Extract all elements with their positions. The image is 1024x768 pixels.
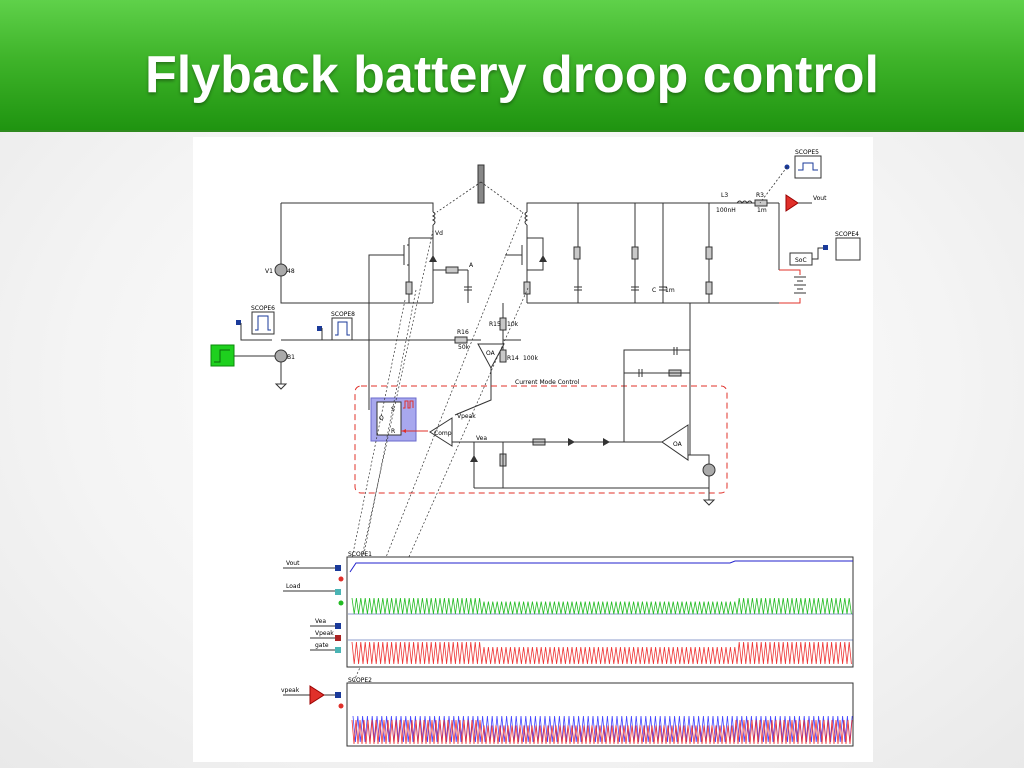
soc-label: SoC <box>795 257 807 264</box>
vout-trace <box>349 560 853 573</box>
v1-label: V1 <box>265 268 273 275</box>
comp-label: Comp <box>434 430 452 437</box>
vpeak-node-label: Vpeak <box>457 413 476 420</box>
scope1-label: SCOPE1 <box>348 551 372 558</box>
scope-input-markers <box>335 565 344 709</box>
current-mode-control-box <box>354 385 728 494</box>
scope-input-vout: Vout <box>286 560 300 567</box>
schematic-canvas: V1 48 Vout L3 100nH R3 1m SCOPE5 SCOPE4 … <box>193 137 873 762</box>
node-a-label: A <box>469 262 474 269</box>
vpeak-probe-icon[interactable] <box>309 685 325 705</box>
diodes <box>429 255 610 462</box>
windings <box>431 200 753 226</box>
slide-title: Flyback battery droop control <box>145 46 879 104</box>
opamp-top[interactable] <box>477 343 505 370</box>
ground-icon-2 <box>702 499 716 506</box>
scope4-label: SCOPE4 <box>835 231 859 238</box>
ff-r-label: R <box>391 428 395 435</box>
resistors <box>405 199 768 467</box>
vout-label: Vout <box>813 195 827 202</box>
load-step-source[interactable] <box>210 344 235 367</box>
vout-probe-icon[interactable] <box>785 194 799 212</box>
opamp-error[interactable] <box>661 424 689 461</box>
scope-input-vpeak2: vpeak <box>281 687 300 694</box>
scope6-label: SCOPE6 <box>251 305 275 312</box>
r16-label: R16 <box>457 329 469 336</box>
scope4-block[interactable]: SCOPE4 <box>823 231 861 261</box>
coupling-lines <box>436 181 523 213</box>
c-label: C <box>652 287 656 294</box>
vd-label: Vd <box>435 230 443 237</box>
current-mode-control-label: Current Mode Control <box>515 379 580 386</box>
scope-input-wires <box>283 567 335 696</box>
r15-value: 10k <box>507 321 519 328</box>
scope-input-load: Load <box>286 583 301 590</box>
r16-value: 50k <box>458 344 470 351</box>
l3-label: L3 <box>721 192 728 199</box>
oa2-label: OA <box>673 441 683 448</box>
vpeak-trace <box>351 641 852 665</box>
r3-value: 1m <box>757 207 767 214</box>
flyback-schematic: V1 48 Vout L3 100nH R3 1m SCOPE5 SCOPE4 … <box>210 149 861 747</box>
clock-icon <box>403 400 414 409</box>
reference-source[interactable] <box>702 463 716 477</box>
scope2-label: SCOPE2 <box>348 677 372 684</box>
b1-source[interactable] <box>274 349 288 363</box>
ground-icon <box>274 383 288 390</box>
v1-value: 48 <box>287 268 295 275</box>
l3-value: 100nH <box>716 207 736 214</box>
scope2-block[interactable]: SCOPE2 <box>346 677 854 747</box>
r14-value: 100k <box>523 355 538 362</box>
scope-input-gate: gate <box>315 642 329 649</box>
c-value: 1m <box>665 287 675 294</box>
transformer-core <box>477 164 485 204</box>
b1-label: B1 <box>287 354 295 361</box>
load-trace <box>351 597 852 615</box>
scope5-block[interactable]: SCOPE5 <box>784 149 822 179</box>
scope8-label: SCOPE8 <box>331 311 355 318</box>
power-stage-wires <box>280 202 780 456</box>
vea-node-label: Vea <box>476 435 487 442</box>
oa1-label: OA <box>486 350 496 357</box>
scope-input-vpeak: Vpeak <box>315 630 334 637</box>
battery <box>794 276 806 294</box>
scope6-block[interactable]: SCOPE6 <box>236 305 275 335</box>
scope5-label: SCOPE5 <box>795 149 819 156</box>
comparator[interactable] <box>429 417 453 447</box>
current-trace <box>351 719 853 745</box>
ff-s-label: S <box>391 406 395 413</box>
mosfets <box>399 238 523 266</box>
ff-q-label: Q <box>379 415 384 422</box>
scope1-block[interactable]: SCOPE1 <box>346 551 854 668</box>
r14-label: R14 <box>507 355 519 362</box>
r15-label: R15 <box>489 321 501 328</box>
v1-source[interactable] <box>274 263 288 277</box>
scope-input-vea: Vea <box>315 618 326 625</box>
scope8-block[interactable]: SCOPE8 <box>317 311 355 341</box>
r3-label: R3 <box>756 192 764 199</box>
title-bar <box>0 0 1024 132</box>
capacitors <box>464 286 678 377</box>
